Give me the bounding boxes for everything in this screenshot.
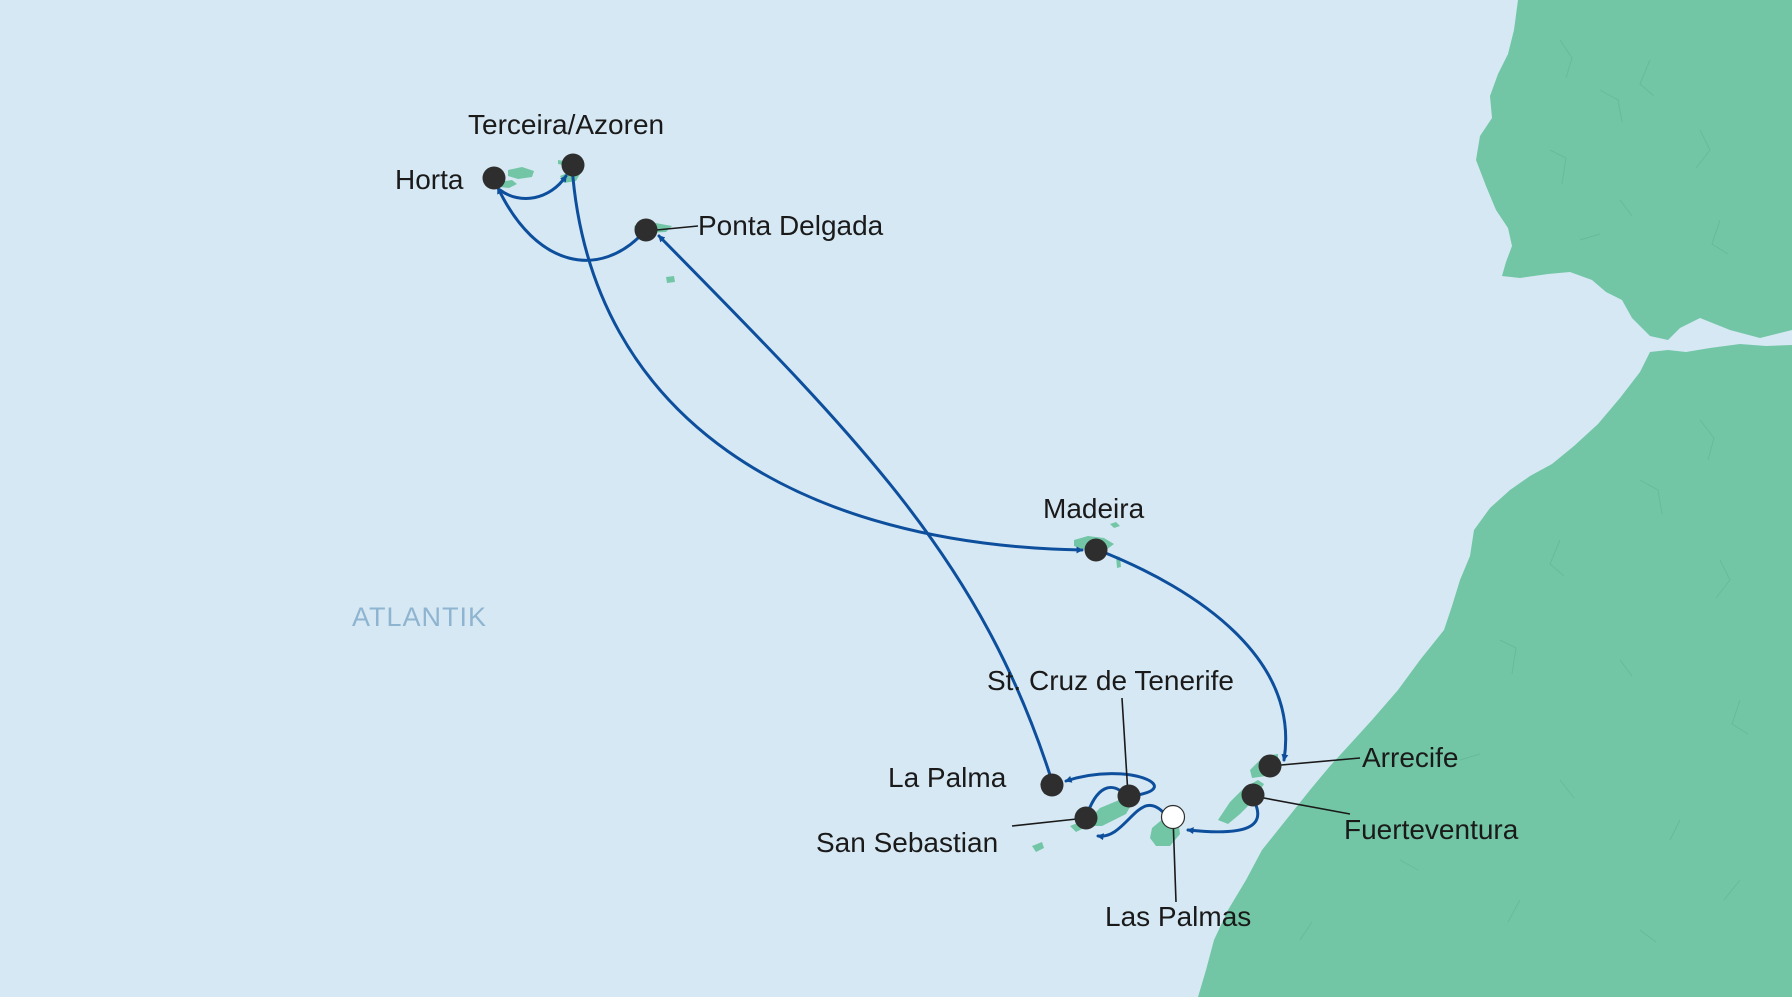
island-santa-maria bbox=[666, 276, 675, 283]
african-coast bbox=[1198, 344, 1792, 997]
label-leaders bbox=[645, 225, 1361, 903]
port-marker-horta[interactable] bbox=[482, 166, 506, 190]
island-faial bbox=[508, 167, 534, 179]
route-tenerife-la-palma bbox=[1064, 772, 1156, 798]
port-markers bbox=[482, 153, 1282, 830]
mainland bbox=[1198, 0, 1792, 997]
label-san-sebastian: San Sebastian bbox=[816, 827, 998, 858]
port-marker-la-palma[interactable] bbox=[1040, 773, 1064, 797]
route-las-palmas-san-sebastian bbox=[1096, 803, 1170, 841]
island-el-hierro bbox=[1032, 842, 1044, 852]
port-marker-fuerteventura[interactable] bbox=[1241, 783, 1265, 807]
port-marker-terceira[interactable] bbox=[561, 153, 585, 177]
start-port-marker[interactable] bbox=[1160, 804, 1186, 830]
leader-tenerife bbox=[1121, 697, 1129, 796]
leader-arrecife bbox=[1269, 757, 1361, 767]
ocean-label: ATLANTIK bbox=[352, 602, 487, 632]
label-arrecife: Arrecife bbox=[1362, 742, 1458, 773]
route-horta-terceira bbox=[498, 174, 568, 200]
label-la-palma: La Palma bbox=[888, 762, 1007, 793]
label-las-palmas: Las Palmas bbox=[1105, 901, 1251, 932]
port-marker-san-sebastian[interactable] bbox=[1074, 806, 1098, 830]
port-labels: Terceira/Azoren Horta Ponta Delgada Made… bbox=[395, 109, 1519, 932]
leader-san-sebastian bbox=[1011, 817, 1087, 827]
label-fuerteventura: Fuerteventura bbox=[1344, 814, 1519, 845]
cruise-route bbox=[496, 164, 1289, 841]
route-madeira-arrecife bbox=[1096, 548, 1289, 762]
port-marker-ponta-delgada[interactable] bbox=[634, 218, 658, 242]
label-tenerife: St. Cruz de Tenerife bbox=[987, 665, 1234, 696]
label-horta: Horta bbox=[395, 164, 464, 195]
route-terceira-madeira bbox=[570, 164, 1084, 554]
island-porto-santo bbox=[1110, 522, 1120, 528]
label-terceira: Terceira/Azoren bbox=[468, 109, 664, 140]
label-ponta-delgada: Ponta Delgada bbox=[698, 210, 884, 241]
route-ponta-delgada-horta bbox=[496, 186, 646, 262]
route-la-palma-ponta-delgada bbox=[657, 234, 1052, 777]
leader-fuerteventura bbox=[1252, 795, 1351, 815]
port-marker-tenerife[interactable] bbox=[1117, 784, 1141, 808]
leader-las-palmas bbox=[1172, 816, 1177, 903]
label-madeira: Madeira bbox=[1043, 493, 1145, 524]
port-marker-madeira[interactable] bbox=[1084, 538, 1108, 562]
port-marker-arrecife[interactable] bbox=[1258, 754, 1282, 778]
iberian-peninsula bbox=[1476, 0, 1792, 340]
